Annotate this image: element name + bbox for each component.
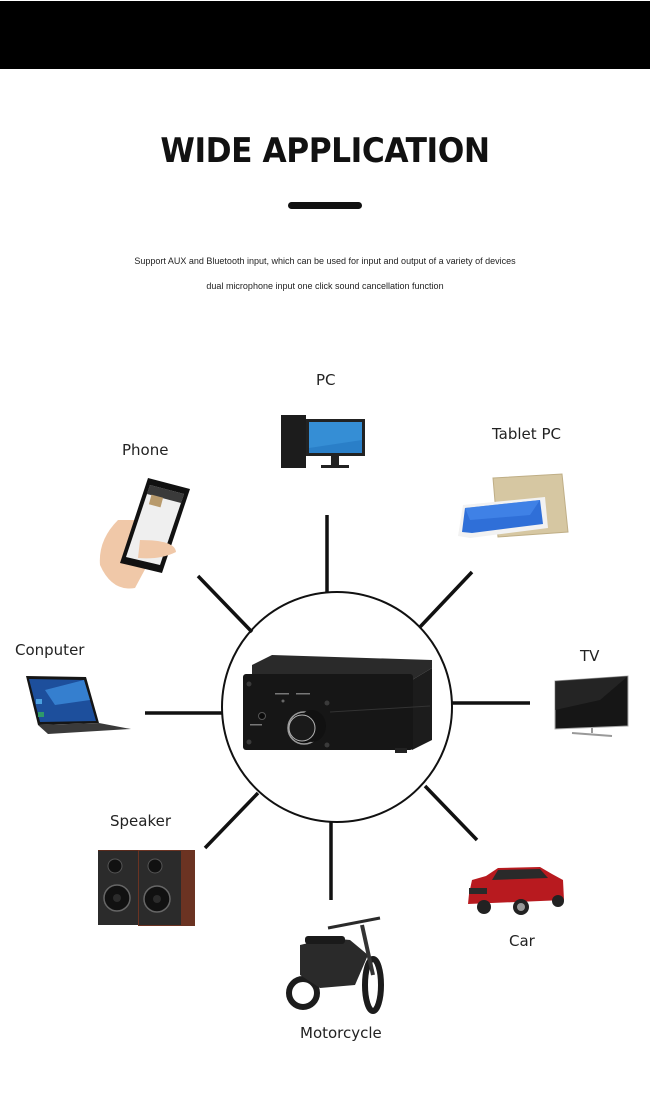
title-underline-divider [288, 202, 362, 209]
spoke-tablet [418, 570, 474, 629]
spoke-car [423, 784, 479, 842]
device-label-car: Car [509, 932, 535, 950]
spoke-speaker [203, 791, 260, 850]
phone-icon [99, 478, 190, 589]
subtitle-line-2: dual microphone input one click sound ca… [206, 281, 444, 291]
device-label-tv: TV [580, 647, 600, 665]
amplifier-icon [243, 655, 432, 753]
device-label-tablet: Tablet PC [492, 425, 561, 443]
device-label-motorcycle: Motorcycle [300, 1024, 382, 1042]
speaker-icon [98, 850, 195, 926]
tablet-icon [458, 473, 569, 538]
tv-icon [554, 675, 629, 737]
page-title: WIDE APPLICATION [160, 131, 490, 171]
spoke-phone [196, 574, 254, 634]
device-label-pc: PC [316, 371, 336, 389]
device-label-phone: Phone [122, 441, 169, 459]
top-banner-bar [0, 1, 650, 69]
laptop-icon [26, 676, 131, 734]
motorcycle-icon [286, 916, 384, 1014]
subtitle-line-1: Support AUX and Bluetooth input, which c… [134, 256, 516, 266]
device-label-speaker: Speaker [110, 812, 172, 830]
desktop-pc-icon [281, 415, 365, 468]
device-label-computer: Conputer [15, 641, 85, 659]
car-icon [468, 867, 564, 915]
